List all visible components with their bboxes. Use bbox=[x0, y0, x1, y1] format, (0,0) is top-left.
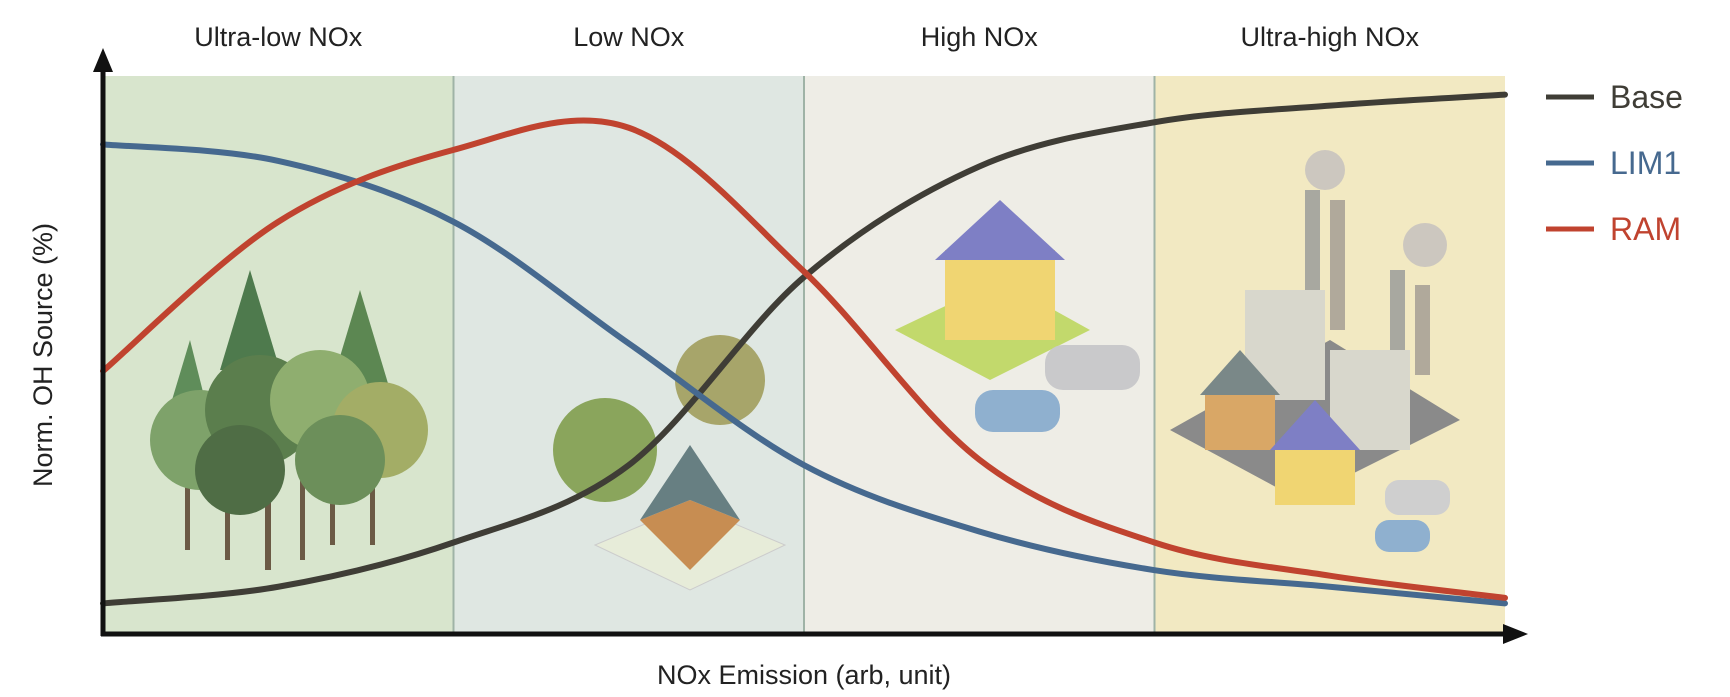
house-cars-illustration bbox=[895, 200, 1140, 432]
house-tree-illustration bbox=[553, 335, 787, 591]
series-lines bbox=[100, 91, 1508, 607]
region-label: Ultra-low NOx bbox=[194, 22, 363, 52]
legend-label: Base bbox=[1610, 79, 1683, 115]
region-label: High NOx bbox=[921, 22, 1039, 52]
x-axis-arrow bbox=[1503, 624, 1528, 644]
series-line-ram bbox=[100, 117, 1508, 601]
region-label: Ultra-high NOx bbox=[1240, 22, 1419, 52]
legend-label: RAM bbox=[1610, 211, 1681, 247]
series-line-base bbox=[100, 91, 1508, 607]
y-axis-arrow bbox=[93, 48, 113, 72]
legend-label: LIM1 bbox=[1610, 145, 1681, 181]
x-axis-label: NOx Emission (arb, unit) bbox=[657, 660, 951, 690]
forest-illustration bbox=[150, 270, 428, 570]
series-line-lim1 bbox=[100, 141, 1508, 607]
region-labels: Ultra-low NOx Low NOx High NOx Ultra-high N… bbox=[194, 22, 1419, 52]
region-label: Low NOx bbox=[573, 22, 685, 52]
factory-illustration bbox=[1170, 150, 1460, 552]
illustrations bbox=[150, 150, 1460, 591]
y-axis-label: Norm. OH Source (%) bbox=[28, 223, 58, 487]
